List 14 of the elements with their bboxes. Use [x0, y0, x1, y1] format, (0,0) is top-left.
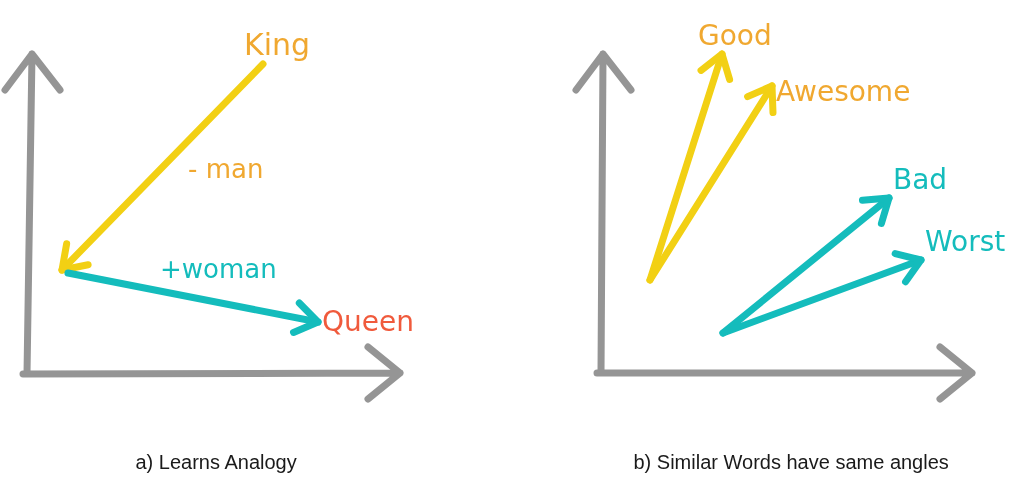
- edge-label: +woman: [160, 256, 277, 282]
- word-label: Bad: [893, 166, 948, 194]
- edge-label: - man: [188, 156, 264, 182]
- word-label: Awesome: [776, 78, 911, 106]
- word-label: King: [244, 30, 311, 60]
- word-label: Good: [698, 22, 772, 50]
- vector-arrow: [58, 60, 267, 274]
- vector-arrow: [719, 250, 925, 337]
- word-label: Queen: [322, 308, 414, 336]
- vector-arrow: [646, 82, 777, 284]
- caption: a) Learns Analogy: [135, 452, 297, 472]
- word-label: Worst: [925, 228, 1006, 256]
- caption: b) Similar Words have same angles: [633, 452, 949, 472]
- vector-arrow: [64, 269, 322, 336]
